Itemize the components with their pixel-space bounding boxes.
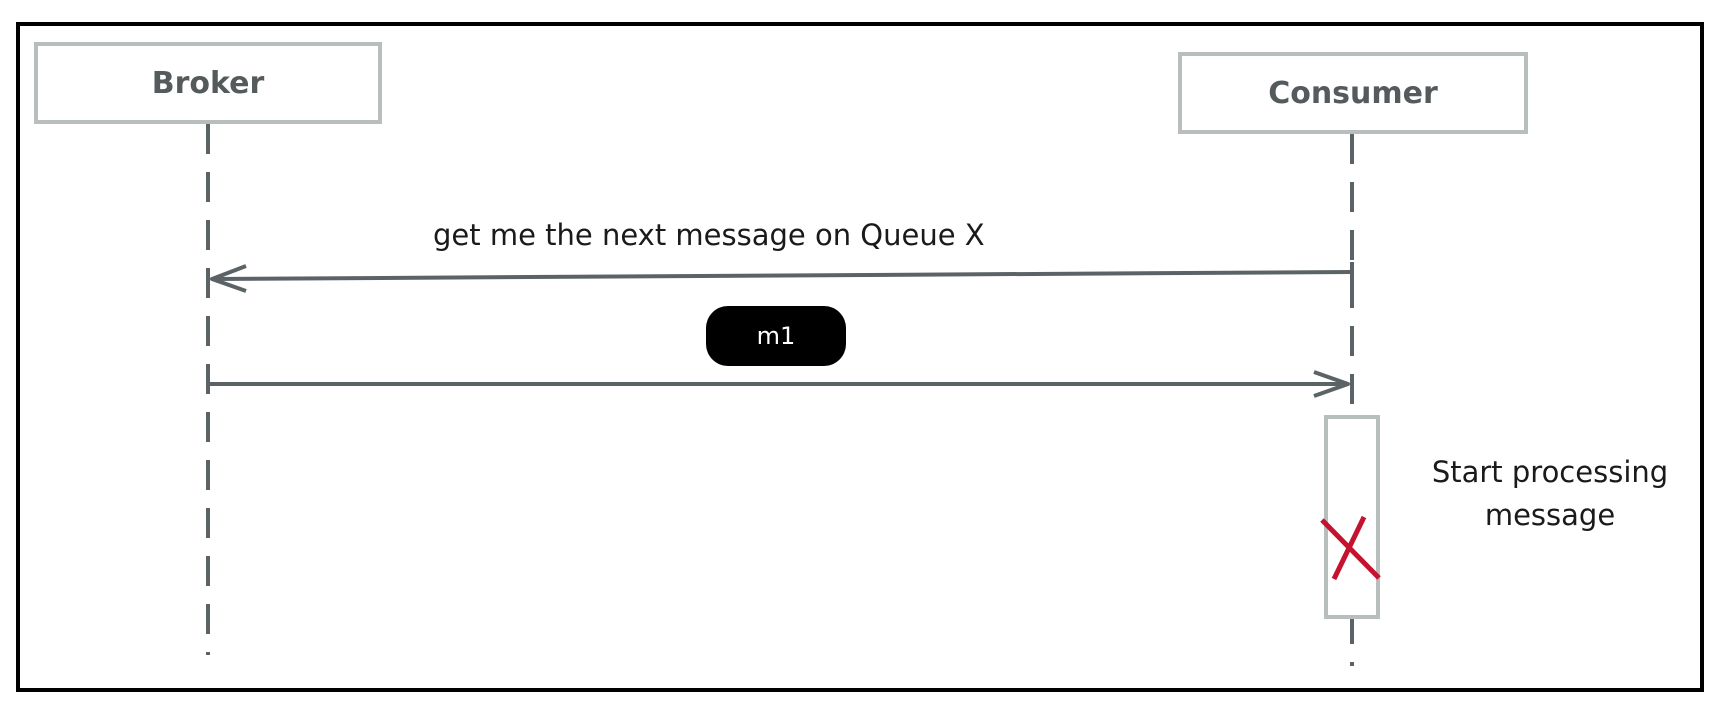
processing-note-line2: message — [1484, 498, 1616, 532]
reply-arrowhead — [1313, 370, 1350, 398]
request-message-label: get me the next message on Queue X — [433, 218, 985, 252]
request-arrowhead — [210, 264, 247, 293]
consumer-activation-bar — [1324, 415, 1380, 619]
message-m1-label: m1 — [756, 322, 796, 350]
participant-consumer: Consumer — [1178, 52, 1528, 134]
processing-note-line1: Start processing — [1431, 455, 1669, 489]
processing-note: Start processing message — [1430, 451, 1670, 537]
participant-broker-label: Broker — [151, 65, 265, 101]
message-m1-pill: m1 — [706, 306, 846, 366]
cross-icon — [1320, 515, 1381, 581]
participant-broker: Broker — [34, 42, 382, 124]
participant-consumer-label: Consumer — [1268, 75, 1438, 111]
request-arrow — [211, 270, 1353, 281]
